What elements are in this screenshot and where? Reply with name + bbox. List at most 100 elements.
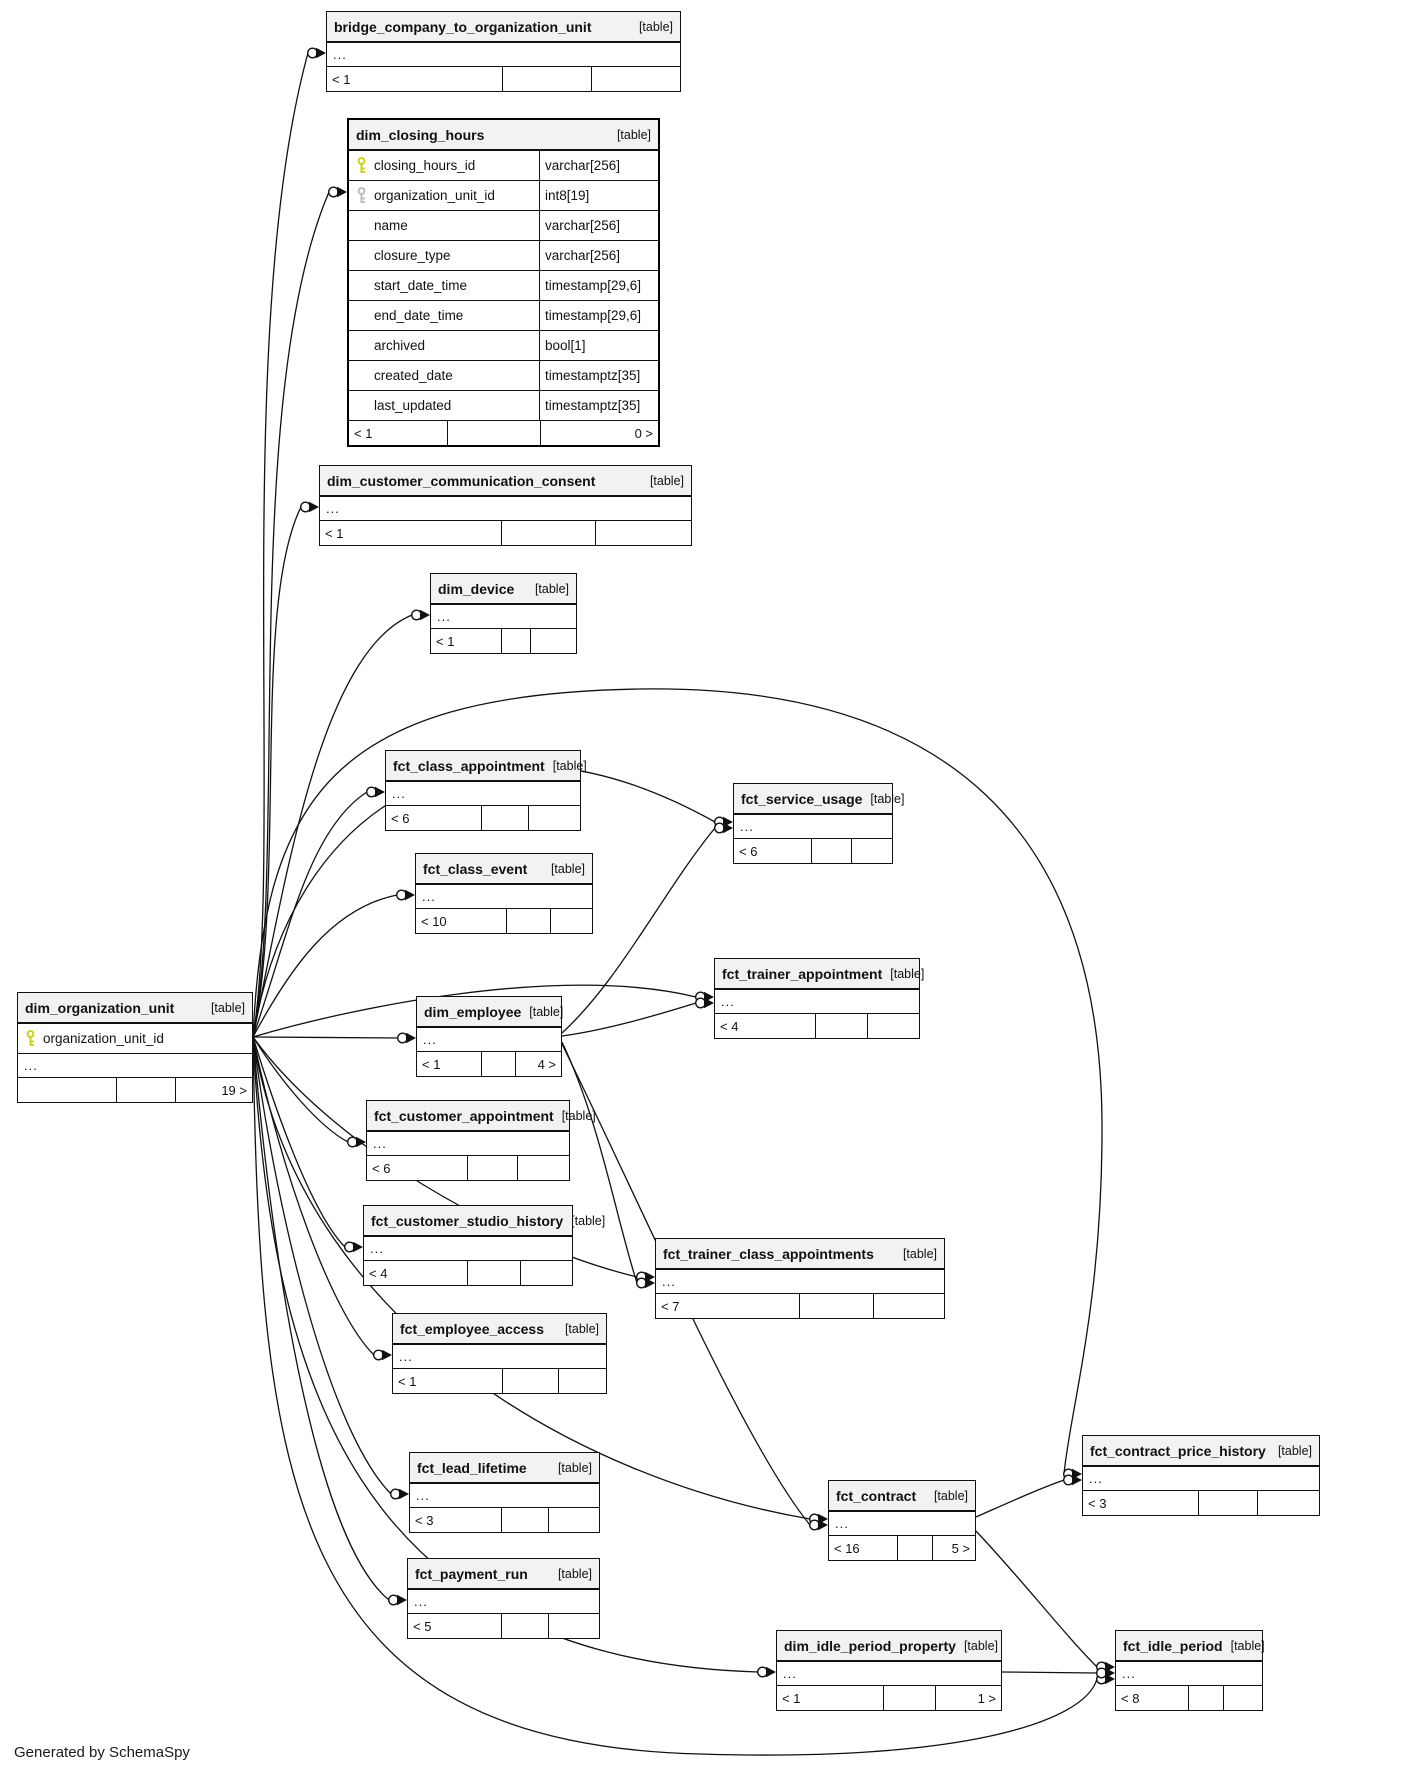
table-type-tag: [table] [933, 1488, 968, 1503]
table-fct_trainer_appointment[interactable]: fct_trainer_appointment[table]...< 4 [714, 958, 924, 1039]
column-name: closing_hours_id [374, 158, 476, 173]
column-name-cell: name [349, 211, 540, 240]
arrowhead-icon [399, 1488, 409, 1500]
footer-parent-count: < 1 [422, 1056, 441, 1072]
table-footer: < 8 [1116, 1685, 1262, 1710]
table-type-tag: [table] [649, 473, 684, 488]
footer-child-count [596, 521, 691, 545]
table-header: fct_trainer_appointment[table] [715, 959, 924, 990]
columns-ellipsis: ... [373, 1136, 387, 1151]
relationship-dim_idle_period_property-to-fct_idle_period [1001, 1671, 1098, 1674]
columns-ellipsis: ... [1122, 1666, 1136, 1681]
columns-ellipsis: ... [1089, 1471, 1103, 1486]
footer-parent-count: < 1 [332, 71, 351, 87]
footer-child-count [551, 909, 592, 933]
table-fct_customer_appointment[interactable]: fct_customer_appointment[table]...< 6 [366, 1100, 596, 1181]
footer-parent-count: < 1 [398, 1373, 417, 1389]
table-title: fct_payment_run [415, 1565, 528, 1582]
arrowhead-icon [1072, 1474, 1082, 1486]
table-title: dim_closing_hours [356, 126, 485, 143]
table-header: dim_closing_hours[table] [349, 120, 658, 151]
relationship-dim_organization_unit-to-dim_idle_period_property [252, 1036, 759, 1673]
table-fct_class_appointment[interactable]: fct_class_appointment[table]...< 6 [385, 750, 587, 831]
footer-parent-count [18, 1078, 116, 1102]
footer-parent-count: < 8 [1121, 1690, 1140, 1706]
relationship-dim_organization_unit-to-bridge_company_to_organization_unit [252, 52, 309, 1038]
table-title: dim_organization_unit [25, 999, 175, 1016]
relationship-cardinality-circle [636, 1277, 648, 1289]
relationship-fct_contract-to-fct_contract_price_history [975, 1479, 1065, 1518]
relationship-dim_employee-to-fct_trainer_appointment [561, 1002, 697, 1037]
footer-middle-cell [883, 1686, 936, 1710]
table-dim_organization_unit[interactable]: dim_organization_unit[table]organization… [17, 992, 253, 1103]
table-type-tag: [table] [552, 758, 587, 773]
footer-parent-count: < 7 [661, 1298, 680, 1314]
column-name-cell: start_date_time [349, 271, 540, 300]
table-fct_trainer_class_appointments[interactable]: fct_trainer_class_appointments[table]...… [655, 1238, 945, 1319]
table-fct_customer_studio_history[interactable]: fct_customer_studio_history[table]...< 4 [363, 1205, 605, 1286]
table-title: fct_customer_appointment [374, 1107, 554, 1124]
footer-child-count [868, 1014, 919, 1038]
table-type-tag: [table] [534, 581, 569, 596]
relationship-dim_organization_unit-to-fct_contract_price_history [252, 688, 1103, 1475]
columns-ellipsis: ... [416, 1488, 430, 1503]
footer-parent-count: < 6 [739, 843, 758, 859]
table-dim_closing_hours[interactable]: dim_closing_hours[table] closing_hours_id… [347, 118, 660, 447]
columns-ellipsis: ... [835, 1516, 849, 1531]
columns-ellipsis: ... [370, 1241, 384, 1256]
table-type-tag: [table] [870, 791, 905, 806]
table-header: fct_trainer_class_appointments[table] [656, 1239, 944, 1270]
table-fct_payment_run[interactable]: fct_payment_run[table]...< 5 [407, 1558, 600, 1639]
relationship-dim_organization_unit-to-fct_trainer_class_appointments [252, 1036, 638, 1278]
footer-child-count [518, 1156, 569, 1180]
columns-ellipsis: ... [333, 47, 347, 62]
relationship-cardinality-circle [390, 1488, 402, 1500]
footer-parent-count: < 3 [1088, 1495, 1107, 1511]
table-dim_customer_communication_consent[interactable]: dim_customer_communication_consent[table… [319, 465, 692, 546]
column-type: timestamptz[35] [545, 368, 641, 383]
relationship-cardinality-circle [388, 1594, 400, 1606]
footer-child-count [549, 1614, 599, 1638]
footer-child-count [521, 1261, 572, 1285]
table-footer: < 5 [408, 1613, 599, 1638]
column-type: timestamp[29,6] [545, 278, 642, 293]
footer-child-count [852, 839, 892, 863]
columns-ellipsis: ... [414, 1594, 428, 1609]
footer-middle-cell [506, 909, 551, 933]
table-fct_lead_lifetime[interactable]: fct_lead_lifetime[table]...< 3 [409, 1452, 600, 1533]
table-title: fct_employee_access [400, 1320, 544, 1337]
table-type-tag: [table] [890, 966, 925, 981]
footer-child-count [592, 67, 680, 91]
footer-child-count: 4 > [537, 1056, 556, 1072]
table-fct_employee_access[interactable]: fct_employee_access[table]...< 1 [392, 1313, 607, 1394]
table-title: fct_customer_studio_history [371, 1212, 564, 1229]
arrowhead-icon [375, 786, 385, 798]
table-fct_contract_price_history[interactable]: fct_contract_price_history[table]...< 3 [1082, 1435, 1320, 1516]
foreign-key-icon [357, 187, 366, 203]
table-dim_device[interactable]: dim_device[table]...< 1 [430, 573, 577, 654]
arrowhead-icon [337, 186, 347, 198]
relationship-dim_organization_unit-to-dim_customer_communication_consent [252, 506, 302, 1038]
table-header: fct_customer_appointment[table] [367, 1101, 596, 1132]
table-bridge_company_to_organization_unit[interactable]: bridge_company_to_organization_unit[tabl… [326, 11, 681, 92]
arrowhead-icon [818, 1519, 828, 1531]
table-fct_idle_period[interactable]: fct_idle_period[table]...< 8 [1115, 1630, 1265, 1711]
arrowhead-icon [420, 609, 430, 621]
table-fct_service_usage[interactable]: fct_service_usage[table]...< 6 [733, 783, 904, 864]
columns-ellipsis: ... [326, 501, 340, 516]
columns-ellipsis: ... [422, 889, 436, 904]
column-name: last_updated [374, 398, 452, 413]
table-fct_class_event[interactable]: fct_class_event[table]...< 10 [415, 853, 593, 934]
table-header: fct_contract[table] [829, 1481, 975, 1512]
column-type: varchar[256] [545, 218, 621, 233]
table-title: fct_lead_lifetime [417, 1459, 527, 1476]
relationship-dim_organization_unit-to-fct_idle_period [252, 1036, 1098, 1756]
table-header: dim_organization_unit[table] [18, 993, 252, 1024]
